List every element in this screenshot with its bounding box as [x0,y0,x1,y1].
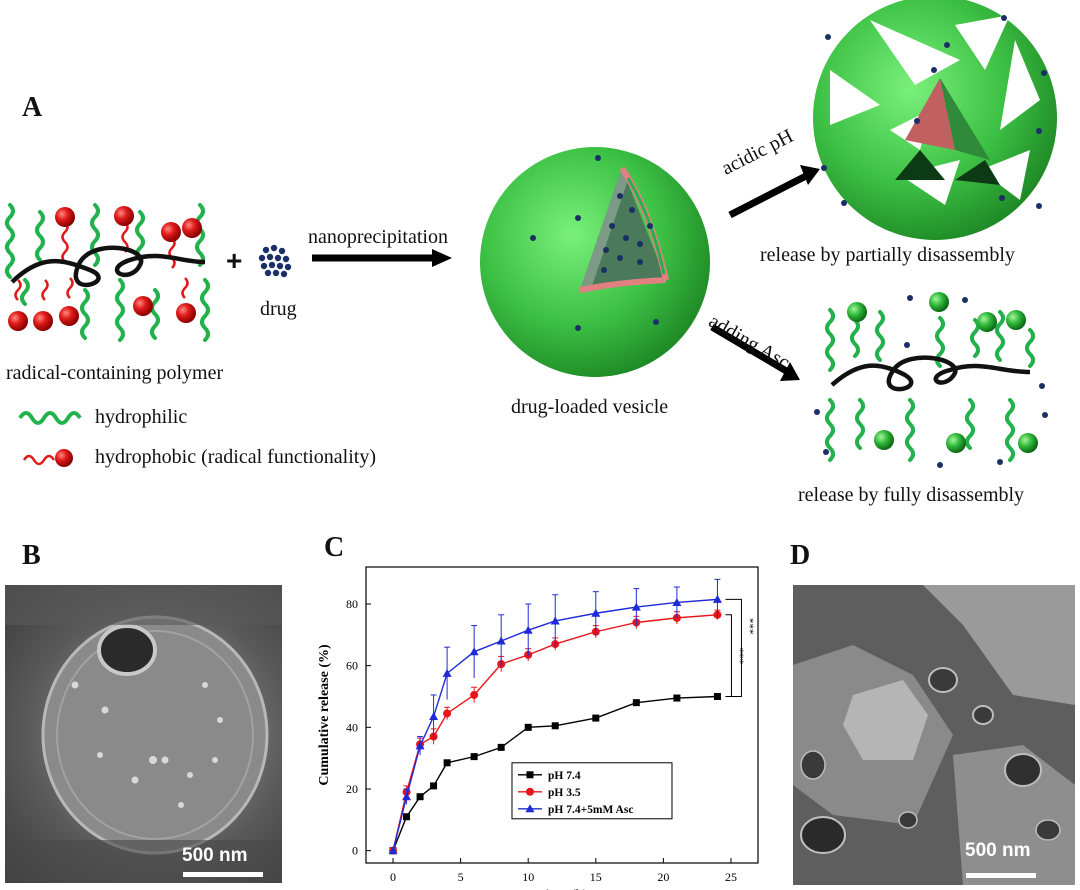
drug-label: drug [260,298,297,321]
plus-sign: + [226,245,242,276]
data-point [592,715,599,722]
acidic-arrow [730,176,806,215]
scale-bar-d [966,873,1036,878]
y-tick-label: 60 [346,659,358,673]
disassembled-polymer-illustration [814,292,1048,468]
data-point [430,782,437,789]
data-point [417,793,424,800]
panel-b-letter: B [22,540,41,572]
data-point [633,699,640,706]
vesicle-illustration [480,147,710,377]
sem-image-disassembled: 500 nm [793,585,1075,885]
y-tick-label: 80 [346,597,358,611]
x-tick-label: 0 [390,870,396,884]
disassembled-vesicle-illustration [813,0,1057,240]
y-tick-label: 20 [346,782,358,796]
legend-marker [526,788,534,796]
y-tick-label: 0 [352,844,358,858]
scale-bar-b [183,872,263,877]
partial-release-label: release by partially disassembly [760,244,1015,267]
data-point [429,712,438,720]
nanoprecipitation-label: nanoprecipitation [308,226,448,249]
data-point [497,637,506,645]
hydrophobic-legend-icon [24,456,54,464]
data-point [470,647,479,655]
significance-bracket [725,615,731,697]
legend-marker [526,771,533,778]
scale-bar-b-label: 500 nm [182,845,247,867]
data-point [714,693,721,700]
panel-d-letter: D [790,540,810,572]
data-point [525,724,532,731]
vesicle-label: drug-loaded vesicle [511,396,668,419]
legend-label: pH 7.4 [548,770,581,782]
scale-bar-d-label: 500 nm [965,840,1030,862]
x-tick-label: 10 [522,870,534,884]
sem-image-vesicle: 500 nm [5,585,282,883]
significance-label: *** [743,618,755,635]
x-tick-label: 20 [657,870,669,884]
data-point [552,722,559,729]
y-axis-label: Cumulative release (%) [317,644,332,786]
x-tick-label: 25 [725,870,737,884]
polymer-illustration [7,205,208,340]
x-tick-label: 15 [590,870,602,884]
release-chart: 0510152025020406080Time (h)Cumulative re… [300,555,770,890]
legend-label: pH 3.5 [548,787,581,799]
data-point [673,695,680,702]
y-tick-label: 40 [346,720,358,734]
hydrophilic-legend-icon [20,413,80,423]
data-point [471,753,478,760]
data-point [713,595,722,603]
full-release-label: release by fully disassembly [798,484,1024,507]
significance-label: *** [733,648,745,665]
legend-label: pH 7.4+5mM Asc [548,804,633,816]
drug-cluster-icon [259,245,291,277]
hydrophobic-label: hydrophobic (radical functionality) [95,446,376,469]
data-point [444,759,451,766]
data-point [470,691,478,699]
polymer-label: radical-containing polymer [6,362,223,385]
data-point [498,744,505,751]
data-point [403,813,410,820]
hydrophilic-label: hydrophilic [95,406,187,429]
data-point [443,709,451,717]
x-tick-label: 5 [458,870,464,884]
